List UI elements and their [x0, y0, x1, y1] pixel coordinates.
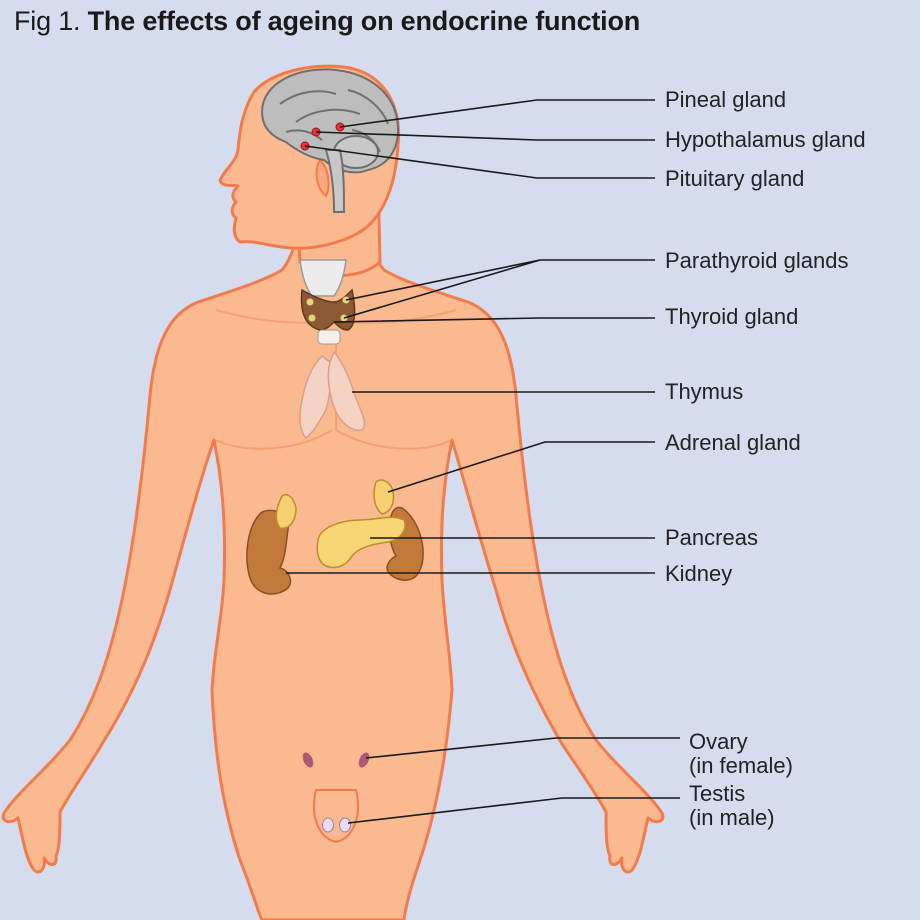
brainstem [324, 149, 346, 213]
thymus [299, 350, 366, 439]
body-silhouette [1, 216, 665, 920]
testis-note-label: (in male) [689, 805, 775, 830]
parathyroid-leader-2 [343, 259, 541, 319]
adrenal-gland-label: Adrenal gland [665, 430, 801, 455]
pituitary-gland-label: Pituitary gland [665, 166, 805, 191]
pineal-gland-label: Pineal gland [665, 87, 787, 112]
trachea [317, 329, 341, 345]
parathyroid-gland [308, 314, 316, 322]
ear [315, 158, 330, 198]
parathyroid-gland [306, 298, 314, 306]
pancreas [316, 516, 406, 569]
thymus-label: Thymus [665, 379, 744, 404]
testis-leader [347, 797, 680, 824]
kidney-label: Kidney [665, 561, 733, 586]
ovary-right [358, 752, 370, 768]
ovary-leader [365, 737, 680, 759]
parathyroid-glands-label: Parathyroid glands [665, 248, 849, 273]
pancreas-label: Pancreas [665, 525, 758, 550]
ovary-label: Ovary [689, 729, 748, 754]
thyroid-leader [333, 317, 655, 323]
figure-title: Fig 1. The effects of ageing on endocrin… [14, 6, 640, 37]
figure-number: Fig 1. [14, 6, 81, 36]
adrenal-gland-left [275, 494, 297, 529]
testis-left [322, 817, 334, 833]
thyroid-gland-label: Thyroid gland [665, 304, 799, 329]
kidney-left [246, 509, 292, 595]
hypothalamus-gland-label: Hypothalamus gland [665, 127, 866, 152]
leader-lines [286, 99, 680, 824]
hypothalamus-leader [315, 131, 655, 141]
testis-right [339, 817, 351, 833]
brain-folds [279, 89, 389, 153]
adrenal-gland-right [373, 479, 395, 515]
pituitary-leader [304, 145, 655, 179]
larynx [299, 259, 347, 297]
figure-heading: The effects of ageing on endocrine funct… [87, 6, 641, 36]
kidneys-group [246, 479, 424, 595]
testis-label: Testis [689, 781, 746, 806]
ovary-left [302, 752, 314, 768]
brain [260, 68, 400, 213]
thyroid-group [299, 259, 356, 345]
thymus-right-lobe [327, 350, 366, 432]
ovary-note-label: (in female) [689, 753, 793, 778]
adrenal-leader [387, 441, 655, 493]
pineal-leader [339, 99, 655, 128]
